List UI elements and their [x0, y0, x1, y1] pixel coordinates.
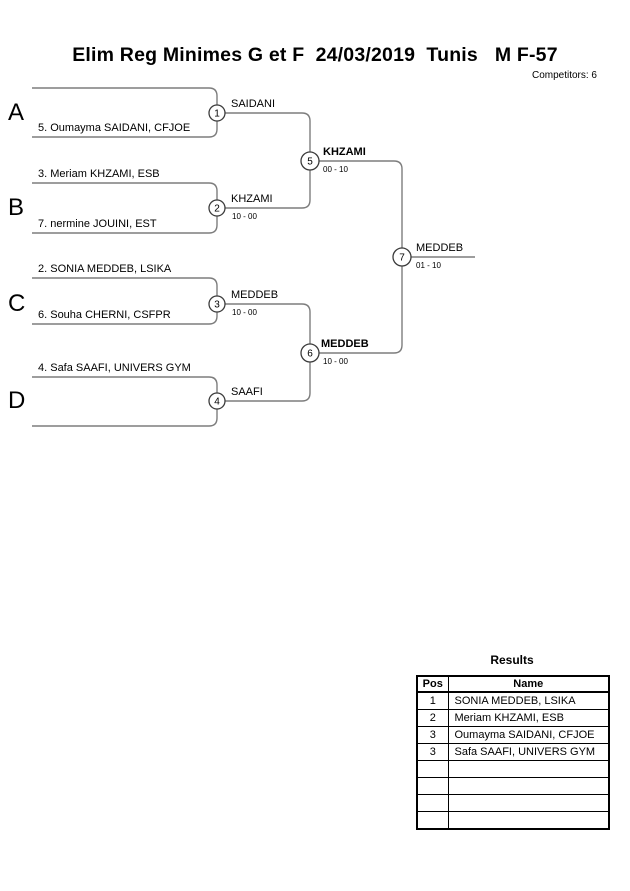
match-2-score: 10 - 00 [232, 212, 257, 221]
entry-b-bottom: 7. nermine JOUINI, EST [38, 218, 157, 230]
result-row-3: 3 Oumayma SAIDANI, CFJOE [416, 726, 610, 744]
result-name: SONIA MEDDEB, LSIKA [447, 691, 610, 710]
results-header-name: Name [447, 675, 610, 693]
match-5-winner: KHZAMI [323, 146, 366, 158]
result-row-2: 2 Meriam KHZAMI, ESB [416, 709, 610, 727]
results-title: Results [490, 653, 534, 667]
result-row-5 [416, 760, 610, 778]
winner-line-1 [225, 112, 311, 161]
entry-c-top: 2. SONIA MEDDEB, LSIKA [38, 263, 172, 275]
result-row-8 [416, 811, 610, 830]
results-header-row: Pos Name [416, 675, 610, 693]
winner-line-3 [225, 303, 311, 353]
match-1-winner: SAIDANI [231, 98, 276, 110]
entry-b-top: 3. Meriam KHZAMI, ESB [38, 168, 160, 180]
result-pos: 1 [416, 691, 449, 710]
results-header-pos: Pos [416, 675, 449, 693]
match-6-number: 6 [307, 349, 313, 360]
winner-line-2 [225, 161, 311, 209]
winner-line-6 [319, 257, 403, 354]
match-4-winner: SAAFI [231, 386, 263, 398]
match-7-number: 7 [399, 253, 405, 264]
entry-a-bottom: 5. Oumayma SAIDANI, CFJOE [38, 122, 191, 134]
result-name [447, 760, 610, 778]
result-pos [416, 811, 449, 830]
section-letter-c: C [8, 290, 26, 317]
section-letter-a: A [8, 99, 25, 126]
winner-line-4 [225, 353, 311, 402]
result-pos: 3 [416, 726, 449, 744]
competitors-count: Competitors: 6 [531, 70, 597, 81]
match-5-number: 5 [307, 157, 313, 168]
match-2-number: 2 [214, 204, 220, 215]
match-3-number: 3 [214, 300, 220, 311]
match-circle-7 [392, 247, 412, 267]
winner-line-5 [319, 160, 403, 257]
match-circle-1 [208, 104, 226, 122]
result-row-4: 3 Safa SAAFI, UNIVERS GYM [416, 743, 610, 761]
result-row-6 [416, 777, 610, 795]
result-pos: 2 [416, 709, 449, 727]
result-pos [416, 760, 449, 778]
result-name: Oumayma SAIDANI, CFJOE [447, 726, 610, 744]
section-letter-b: B [8, 194, 25, 221]
section-letter-d: D [8, 387, 26, 414]
result-name: Safa SAAFI, UNIVERS GYM [447, 743, 610, 761]
match-6-score: 10 - 00 [323, 357, 348, 366]
match-6-winner: MEDDEB [321, 338, 369, 350]
match-3-score: 10 - 00 [232, 308, 257, 317]
match-2-winner: KHZAMI [231, 193, 273, 205]
match-circle-3 [208, 295, 226, 313]
entry-c-bottom: 6. Souha CHERNI, CSFPR [38, 309, 171, 321]
match-circle-6 [300, 343, 320, 363]
match-circle-2 [208, 199, 226, 217]
result-pos: 3 [416, 743, 449, 761]
result-name [447, 794, 610, 812]
match-7-score: 01 - 10 [416, 261, 441, 270]
match-7-winner: MEDDEB [416, 242, 464, 254]
match-1-number: 1 [214, 109, 220, 120]
match-3-winner: MEDDEB [231, 289, 279, 301]
match-4-number: 4 [214, 397, 220, 408]
bracket-line-d [32, 376, 218, 427]
bracket-diagram: 1 2 3 4 5 6 7 [32, 87, 475, 427]
result-row-7 [416, 794, 610, 812]
result-name: Meriam KHZAMI, ESB [447, 709, 610, 727]
page-title: Elim Reg Minimes G et F 24/03/2019 Tunis… [72, 44, 558, 66]
result-pos [416, 777, 449, 795]
match-circle-4 [208, 392, 226, 410]
result-row-1: 1 SONIA MEDDEB, LSIKA [416, 691, 610, 710]
entry-d-top: 4. Safa SAAFI, UNIVERS GYM [38, 362, 191, 374]
result-pos [416, 794, 449, 812]
result-name [447, 811, 610, 830]
result-name [447, 777, 610, 795]
match-circle-5 [300, 151, 320, 171]
match-5-score: 00 - 10 [323, 165, 348, 174]
results-table: Pos Name 1 SONIA MEDDEB, LSIKA 2 Meriam … [416, 675, 610, 830]
